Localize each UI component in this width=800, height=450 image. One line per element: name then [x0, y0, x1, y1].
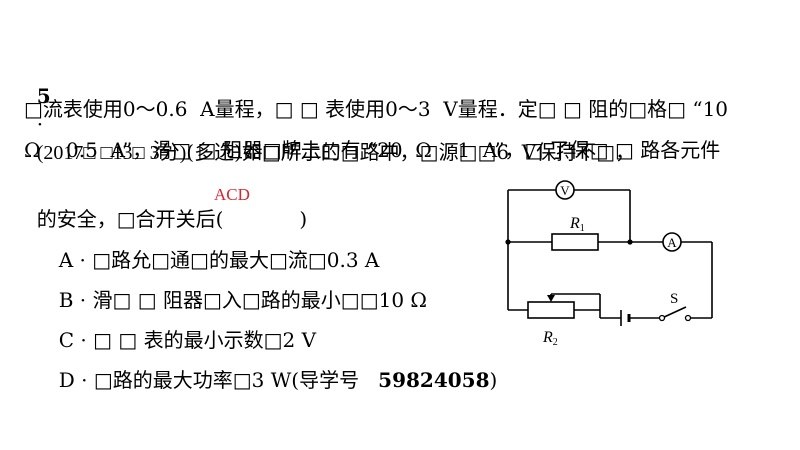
option-letter: C — [58, 328, 75, 352]
question-type: (多选) — [186, 140, 242, 164]
ammeter-label: A — [667, 235, 677, 250]
option-text: □路允□通□的最大□流□0.3 A — [92, 248, 380, 272]
resistor-r2 — [527, 301, 575, 319]
answer-paren-close: ) — [299, 207, 308, 231]
question-number: 5 — [36, 84, 51, 108]
question-text-4: 的安全，□合开关后( — [36, 207, 224, 231]
answer-mark: ACD — [214, 185, 250, 204]
question-line-2: □流表使用0～0.6 A量程，□ □ 表使用0～3 V量程．定□ □ 阻的□格□… — [24, 97, 729, 121]
option-close: ) — [489, 368, 498, 392]
guide-code: 59824058 — [378, 368, 490, 392]
option-d: D · □路的最大功率□3 W(导学号 59824058) — [58, 368, 498, 392]
r2-label: R2 — [542, 329, 558, 348]
voltmeter-icon — [555, 180, 575, 200]
number-dot: · — [36, 112, 44, 136]
resistor-r1 — [551, 233, 599, 251]
option-text: □ □ 表的最小示数□2 V — [93, 328, 317, 352]
switch-blade — [661, 306, 687, 319]
switch-label: S — [670, 291, 678, 307]
slider-arrow — [547, 295, 555, 302]
option-letter: D — [58, 368, 75, 392]
junction-dot — [505, 239, 511, 245]
question-line-1: 5 · (2017□ □13□ 3分)(多选)如□所示的□路中，□源□□6 V保… — [24, 54, 635, 167]
question-line-3: Ω 0.5 A”，滑□ □ 阻器□牌上□有 “20 Ω 1 A”，□ 了保□ □… — [24, 138, 721, 162]
r1-label: R1 — [569, 215, 585, 234]
question-source: (2017□ □13□ 3分) — [36, 142, 187, 164]
option-a: A · □路允□通□的最大□流□0.3 A — [58, 248, 380, 272]
circuit-diagram: V A R1 R2 S — [505, 180, 713, 348]
option-b: B · 滑□ □ 阻器□入□路的最小□□10 Ω — [58, 288, 427, 312]
ammeter-icon — [662, 232, 682, 252]
option-letter: B — [58, 288, 74, 312]
junction-dot — [627, 239, 633, 245]
question-text-1: 如□所示的□路中，□源□□6 V保持不□， — [241, 140, 636, 164]
voltmeter-label: V — [560, 183, 570, 198]
option-text: □路的最大功率□3 W(导学号 — [93, 368, 360, 392]
option-text: 滑□ □ 阻器□入□路的最小□□10 Ω — [92, 288, 427, 312]
switch-contact — [684, 314, 692, 322]
option-letter: A — [58, 248, 74, 272]
question-line-4: 的安全，□合开关后() — [24, 177, 308, 233]
option-c: C · □ □ 表的最小示数□2 V — [58, 328, 317, 352]
switch-contact — [658, 314, 666, 322]
